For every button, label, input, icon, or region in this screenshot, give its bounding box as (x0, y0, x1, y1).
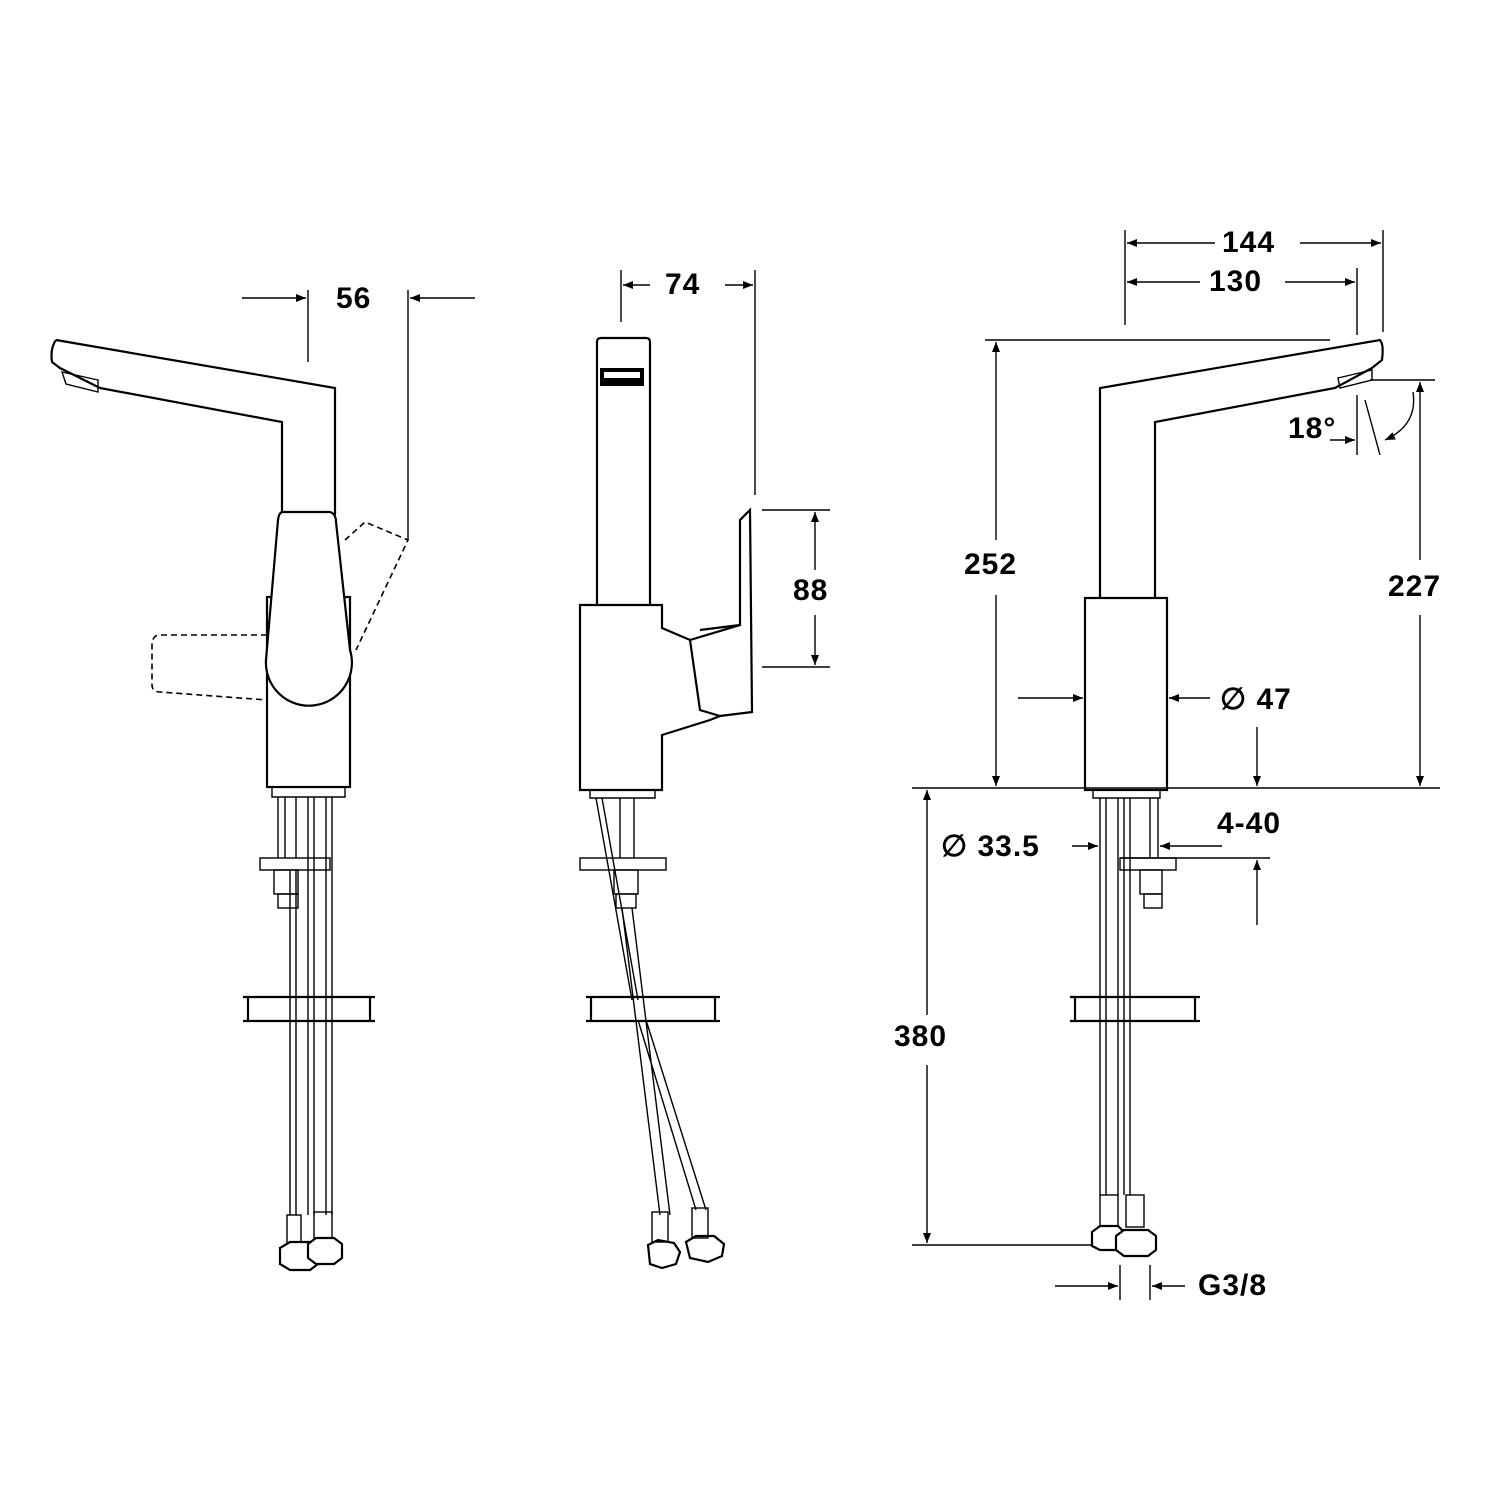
dim-88: 88 (789, 574, 833, 608)
dim-252: 252 (960, 548, 1022, 582)
dim-4-40: 4-40 (1213, 807, 1286, 841)
dim-380: 380 (890, 1020, 952, 1054)
dim-thread-g3-8: G3/8 (1194, 1269, 1272, 1303)
dim-angle-18: 18° (1288, 412, 1337, 445)
dim-diameter-47: ∅ 47 (1216, 682, 1296, 717)
dim-diameter-33-5: ∅ 33.5 (937, 829, 1044, 864)
rear-hoses (1070, 790, 1200, 1258)
dim-144: 144 (1218, 226, 1280, 260)
dim-227: 227 (1384, 570, 1446, 604)
rear-view (912, 230, 1440, 1300)
dim-130: 130 (1205, 265, 1267, 299)
dim-56: 56 (332, 282, 376, 316)
side-hoses (579, 790, 726, 1270)
side-view (578, 270, 830, 1270)
dim-74: 74 (661, 268, 705, 302)
front-view (50, 290, 475, 1272)
front-hoses (243, 787, 375, 1272)
